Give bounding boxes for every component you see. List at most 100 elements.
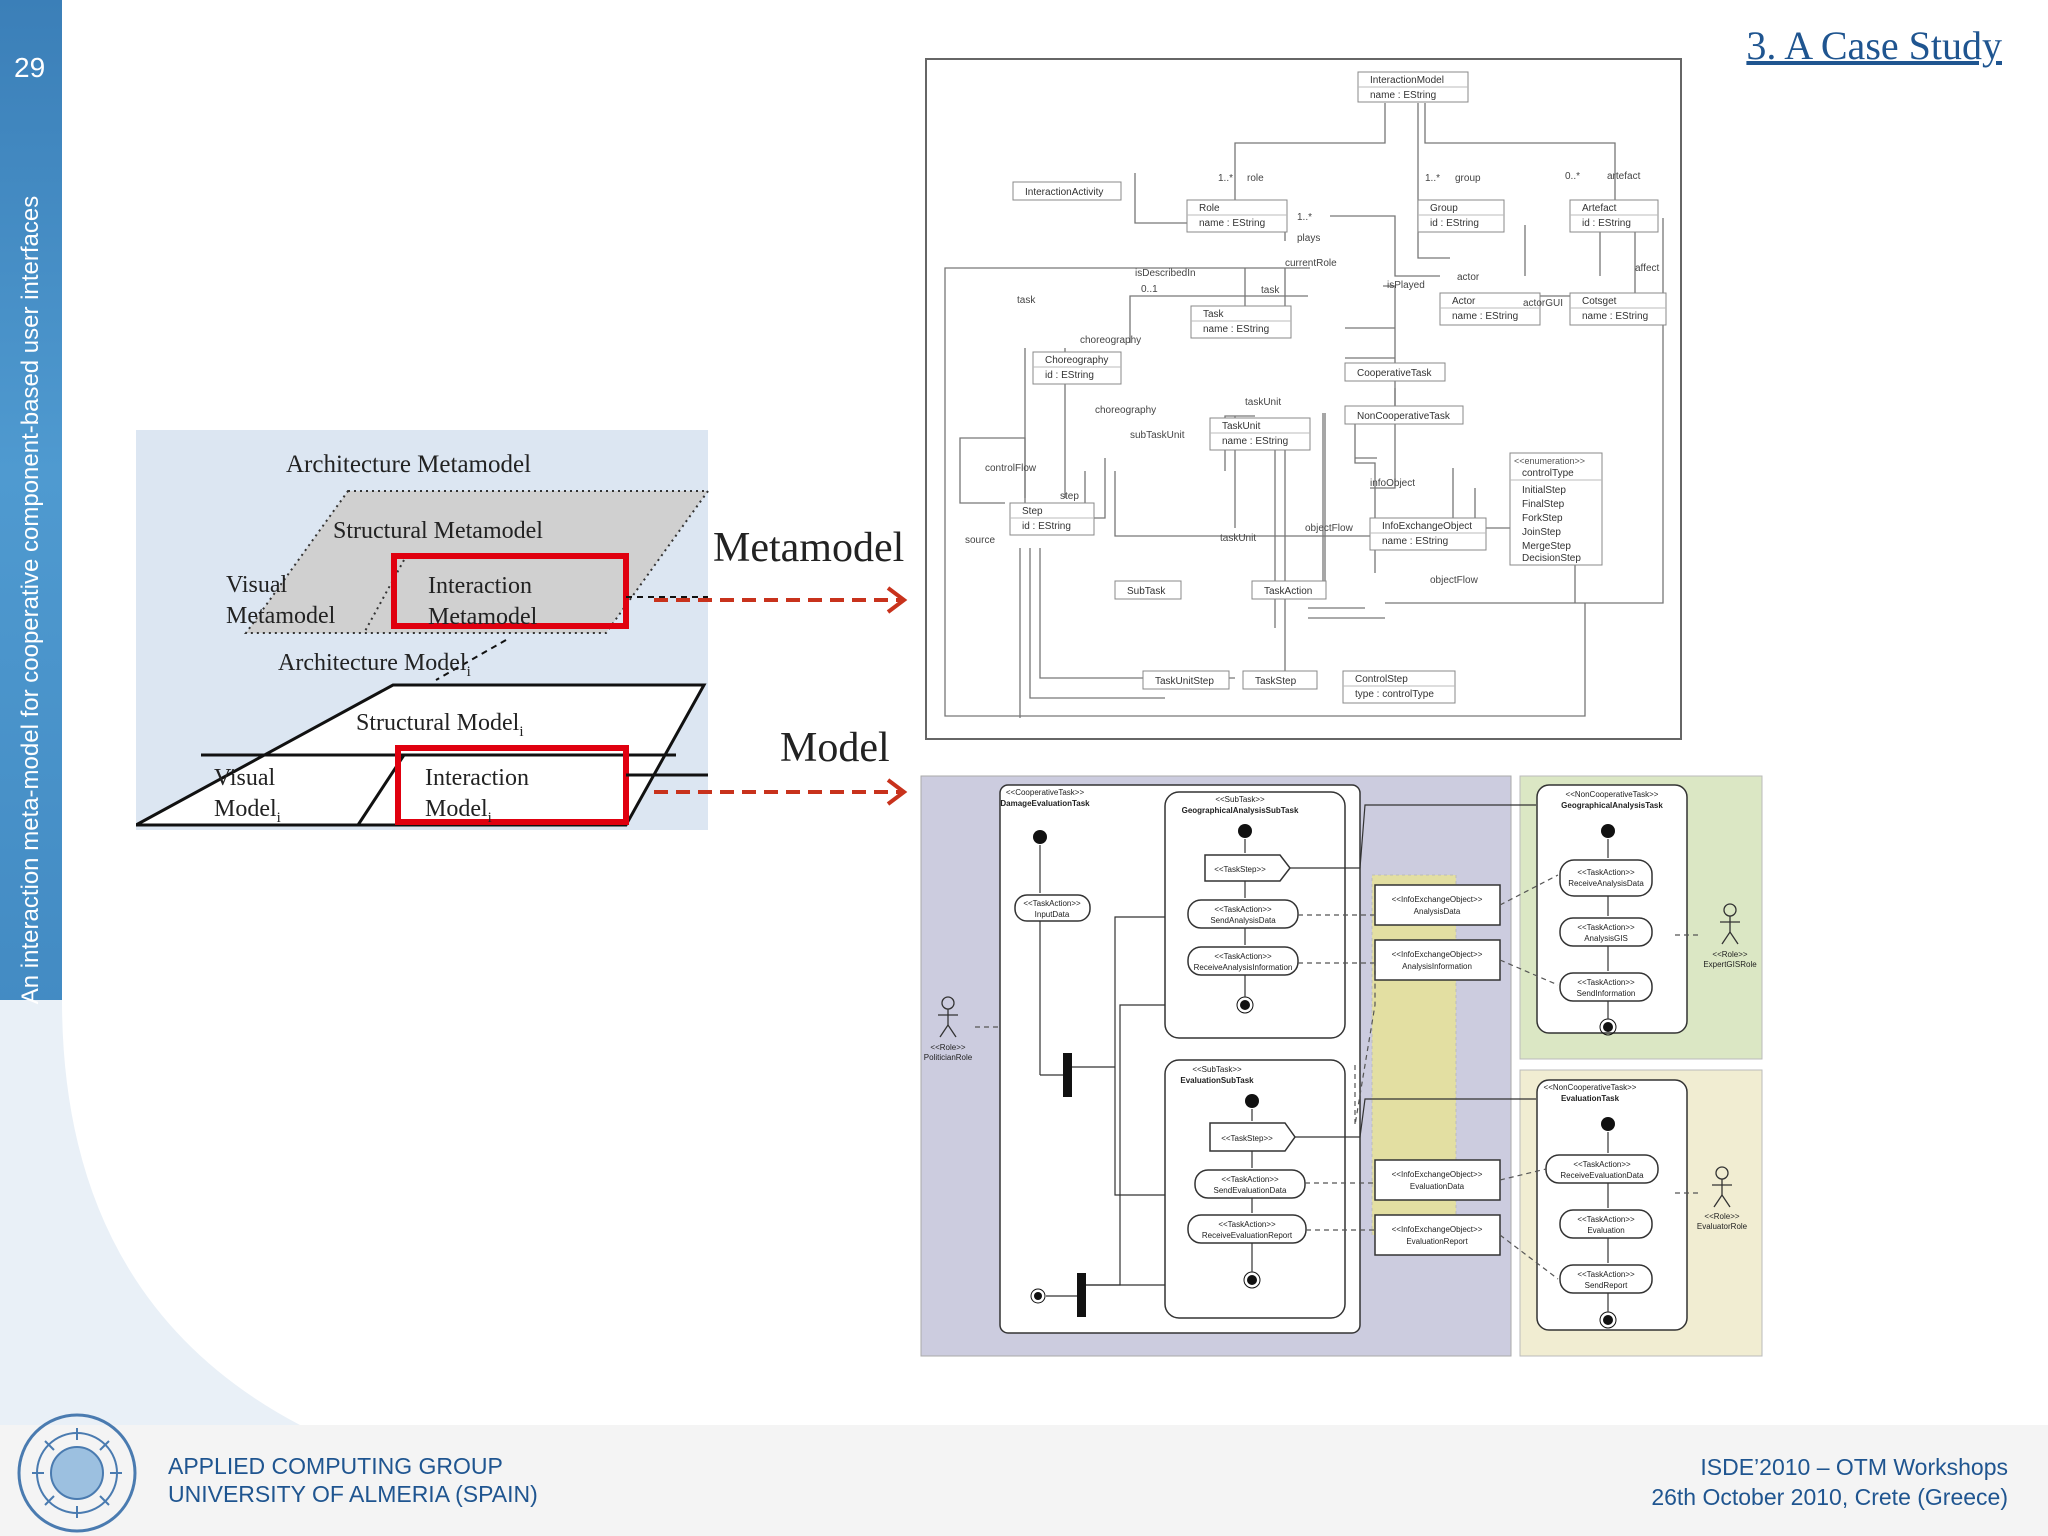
model-label: Model	[780, 725, 890, 771]
svg-text:0..1: 0..1	[1141, 284, 1158, 295]
role-actors	[938, 903, 1740, 1208]
svg-text:MergeStep: MergeStep	[1522, 541, 1571, 552]
svg-text:name : EString: name : EString	[1203, 324, 1269, 335]
svg-text:<<Role>>: <<Role>>	[1712, 950, 1747, 959]
svg-text:source: source	[965, 535, 995, 546]
svg-text:<<TaskAction>>: <<TaskAction>>	[1214, 952, 1272, 961]
svg-text:Choreography: Choreography	[1045, 355, 1108, 366]
svg-text:id : EString: id : EString	[1022, 521, 1071, 532]
svg-text:<<TaskAction>>: <<TaskAction>>	[1214, 905, 1272, 914]
svg-text:SendEvaluationData: SendEvaluationData	[1214, 1186, 1287, 1195]
svg-text:plays: plays	[1297, 233, 1320, 244]
svg-text:Group: Group	[1430, 203, 1458, 214]
metamodel-arrow	[654, 586, 908, 614]
svg-text:AnalysisGIS: AnalysisGIS	[1584, 934, 1628, 943]
visual-model-label-1: Visual	[214, 765, 276, 791]
svg-text:<<CooperativeTask>>: <<CooperativeTask>>	[1006, 788, 1085, 797]
svg-text:artefact: artefact	[1607, 171, 1641, 182]
svg-text:name : EString: name : EString	[1582, 311, 1648, 322]
svg-text:controlType: controlType	[1522, 468, 1574, 479]
svg-text:ReceiveAnalysisInformation: ReceiveAnalysisInformation	[1194, 963, 1293, 972]
svg-text:<<InfoExchangeObject>>: <<InfoExchangeObject>>	[1392, 950, 1483, 959]
svg-text:TaskUnitStep: TaskUnitStep	[1155, 676, 1214, 687]
svg-text:<<SubTask>>: <<SubTask>>	[1215, 795, 1265, 804]
svg-text:<<TaskAction>>: <<TaskAction>>	[1573, 1160, 1631, 1169]
svg-text:task: task	[1261, 285, 1280, 296]
svg-text:<<InfoExchangeObject>>: <<InfoExchangeObject>>	[1392, 1225, 1483, 1234]
svg-text:<<NonCooperativeTask>>: <<NonCooperativeTask>>	[1544, 1083, 1637, 1092]
svg-text:EvaluationTask: EvaluationTask	[1561, 1094, 1620, 1103]
svg-text:CooperativeTask: CooperativeTask	[1357, 368, 1432, 379]
svg-text:<<SubTask>>: <<SubTask>>	[1192, 1065, 1242, 1074]
svg-text:Evaluation: Evaluation	[1587, 1226, 1624, 1235]
footer-event: ISDE’2010 – OTM Workshops	[1700, 1454, 2008, 1480]
svg-text:actorGUI: actorGUI	[1523, 298, 1563, 309]
svg-text:Cotsget: Cotsget	[1582, 296, 1617, 307]
svg-text:name : EString: name : EString	[1452, 311, 1518, 322]
svg-text:isPlayed: isPlayed	[1387, 280, 1425, 291]
interaction-model-diagram: <<CooperativeTask>> DamageEvaluationTask…	[920, 775, 1763, 1357]
svg-text:role: role	[1247, 173, 1264, 184]
svg-text:TaskStep: TaskStep	[1255, 676, 1297, 687]
svg-text:ReceiveAnalysisData: ReceiveAnalysisData	[1568, 879, 1644, 888]
svg-text:taskUnit: taskUnit	[1245, 397, 1281, 408]
metamodel-label: Metamodel	[713, 525, 905, 571]
svg-text:<<TaskAction>>: <<TaskAction>>	[1221, 1175, 1279, 1184]
svg-text:choreography: choreography	[1080, 335, 1141, 346]
svg-text:Role: Role	[1199, 203, 1220, 214]
svg-text:ForkStep: ForkStep	[1522, 513, 1563, 524]
svg-text:<<TaskAction>>: <<TaskAction>>	[1218, 1220, 1276, 1229]
svg-text:TaskAction: TaskAction	[1264, 586, 1312, 597]
architecture-layers-diagram: Architecture Metamodel Structural Metamo…	[136, 430, 710, 830]
svg-text:<<Role>>: <<Role>>	[930, 1043, 965, 1052]
svg-text:taskUnit: taskUnit	[1220, 533, 1256, 544]
svg-text:<<TaskAction>>: <<TaskAction>>	[1577, 923, 1635, 932]
slide-number: 29	[14, 52, 46, 83]
footer-organization: APPLIED COMPUTING GROUP UNIVERSITY OF AL…	[168, 1452, 538, 1508]
slide-heading[interactable]: 3. A Case Study	[1746, 23, 2002, 68]
svg-text:task: task	[1017, 295, 1036, 306]
svg-text:SendReport: SendReport	[1585, 1281, 1628, 1290]
footer-group: APPLIED COMPUTING GROUP	[168, 1453, 503, 1479]
svg-text:Artefact: Artefact	[1582, 203, 1617, 214]
visual-metamodel-label-2: Metamodel	[226, 603, 336, 629]
svg-text:DamageEvaluationTask: DamageEvaluationTask	[1000, 799, 1090, 808]
svg-text:DecisionStep: DecisionStep	[1522, 553, 1581, 564]
interaction-model-label-1: Interaction	[425, 765, 529, 791]
model-arrow	[654, 778, 908, 806]
svg-text:choreography: choreography	[1095, 405, 1156, 416]
svg-text:<<TaskAction>>: <<TaskAction>>	[1577, 978, 1635, 987]
svg-text:ReceiveEvaluationData: ReceiveEvaluationData	[1560, 1171, 1644, 1180]
svg-text:currentRole: currentRole	[1285, 258, 1337, 269]
structural-model-label: Structural Modeli	[356, 710, 523, 740]
svg-text:GeographicalAnalysisTask: GeographicalAnalysisTask	[1561, 801, 1663, 810]
interaction-model-label-2: Modeli	[425, 796, 492, 826]
svg-text:id : EString: id : EString	[1045, 370, 1094, 381]
visual-model-label-2: Modeli	[214, 796, 281, 826]
svg-text:InputData: InputData	[1035, 910, 1070, 919]
svg-text:controlFlow: controlFlow	[985, 463, 1037, 474]
svg-text:SendInformation: SendInformation	[1577, 989, 1636, 998]
university-seal-icon	[17, 1413, 137, 1533]
svg-text:1..*: 1..*	[1425, 173, 1440, 184]
svg-text:AnalysisData: AnalysisData	[1414, 907, 1461, 916]
svg-text:affect: affect	[1635, 263, 1659, 274]
svg-text:InitialStep: InitialStep	[1522, 485, 1566, 496]
svg-text:group: group	[1455, 173, 1481, 184]
svg-text:<<TaskStep>>: <<TaskStep>>	[1221, 1134, 1273, 1143]
svg-text:AnalysisInformation: AnalysisInformation	[1402, 962, 1472, 971]
svg-text:objectFlow: objectFlow	[1305, 523, 1354, 534]
svg-text:Step: Step	[1022, 506, 1043, 517]
svg-text:<<TaskAction>>: <<TaskAction>>	[1577, 1215, 1635, 1224]
svg-text:<<TaskAction>>: <<TaskAction>>	[1577, 1270, 1635, 1279]
association-labels: role 1..* group 1..* artefact 0..* 1..* …	[965, 171, 1659, 586]
svg-text:isDescribedIn: isDescribedIn	[1135, 268, 1196, 279]
svg-text:name : EString: name : EString	[1370, 90, 1436, 101]
control-type-enum: <<enumeration>> controlType InitialStep …	[1509, 452, 1603, 566]
svg-text:1..*: 1..*	[1297, 212, 1312, 223]
svg-text:type : controlType: type : controlType	[1355, 689, 1434, 700]
sidebar-curve	[0, 1000, 300, 1425]
svg-text:<<InfoExchangeObject>>: <<InfoExchangeObject>>	[1392, 1170, 1483, 1179]
svg-text:ExpertGISRole: ExpertGISRole	[1703, 960, 1757, 969]
